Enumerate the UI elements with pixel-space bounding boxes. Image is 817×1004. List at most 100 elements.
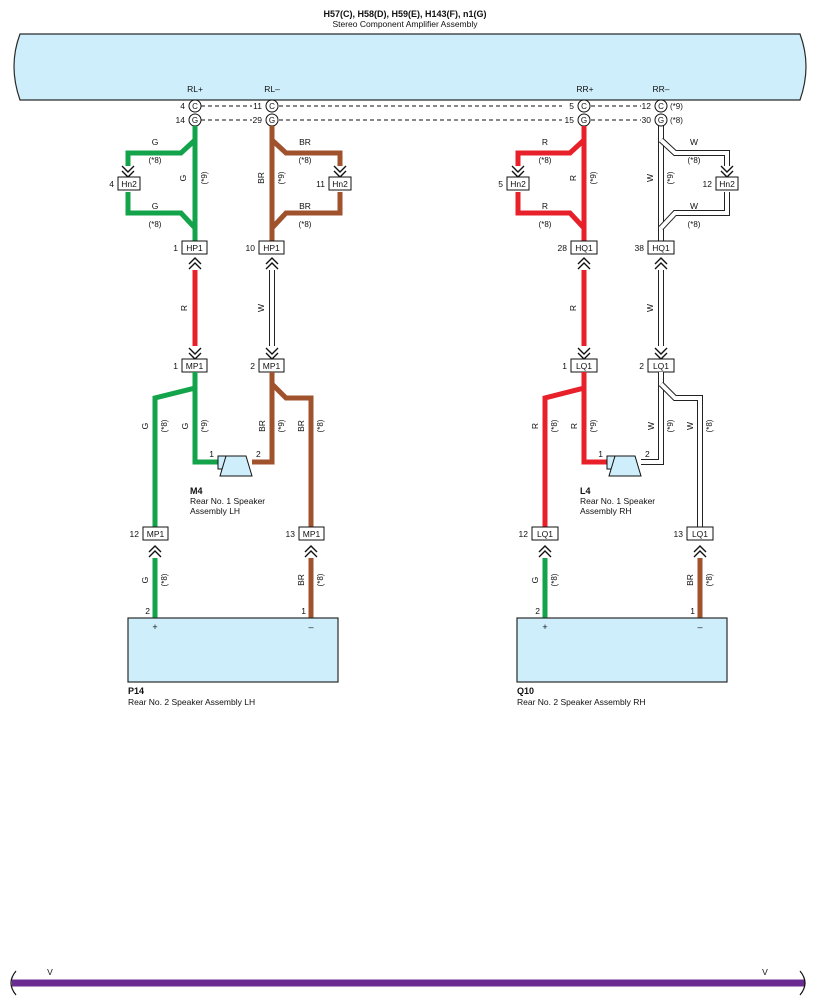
wire-green xyxy=(125,138,197,166)
connector-label: LQ1 xyxy=(653,361,669,371)
wire-rl-minus xyxy=(269,126,347,242)
wire-color-label: BR xyxy=(299,201,311,211)
wire-color-label: BR xyxy=(299,137,311,147)
connector-label: Hn2 xyxy=(121,179,137,189)
wire-color-label: R xyxy=(568,305,578,311)
connector-label: LQ1 xyxy=(692,529,708,539)
connector-arrow xyxy=(148,550,162,558)
connector-arrow xyxy=(188,262,202,270)
wire-note-label: (*8) xyxy=(539,156,552,165)
wire-note-label: (*9) xyxy=(666,171,675,184)
circle-label: C xyxy=(192,102,198,111)
wire-note-label: (*8) xyxy=(316,419,325,432)
connector-label: MP1 xyxy=(147,529,165,539)
connector-arrow xyxy=(720,165,734,173)
pin-number: 13 xyxy=(286,529,296,539)
terminal-circle xyxy=(577,99,591,113)
connector-box xyxy=(715,176,739,191)
connector-box xyxy=(142,526,169,541)
connector-arrow xyxy=(577,347,591,355)
wire-note-label: (*8) xyxy=(160,419,169,432)
wire-rr-plus xyxy=(511,126,587,242)
terminal-circle xyxy=(654,99,668,113)
connector-box xyxy=(117,176,141,191)
wire-color-label: BR xyxy=(257,420,267,432)
wire-note-label: (*8) xyxy=(299,220,312,229)
terminal-rl-minus: RL– xyxy=(264,84,280,94)
connector-arrow xyxy=(693,550,707,558)
connector-box xyxy=(181,240,208,255)
connector-arrow xyxy=(577,257,591,265)
connector-arrow xyxy=(577,262,591,270)
connector-box xyxy=(328,176,352,191)
connector-box xyxy=(506,176,530,191)
pin-number: 38 xyxy=(635,243,645,253)
connector-arrow xyxy=(654,347,668,355)
wire-note-label: (*9) xyxy=(200,419,209,432)
wire-note-label: (*9) xyxy=(277,419,286,432)
connector-arrow xyxy=(265,262,279,270)
speaker-m4-icon xyxy=(217,455,253,477)
connector-arrow xyxy=(333,165,347,173)
connector-label: LQ1 xyxy=(576,361,592,371)
terminal-circle xyxy=(265,99,279,113)
wire-note-label: (*8) xyxy=(688,156,701,165)
connector-box xyxy=(570,240,598,255)
wire-red xyxy=(515,192,586,230)
pin-number: 1 xyxy=(301,606,306,616)
connector-arrow xyxy=(304,545,318,553)
wire-note-label: (*8) xyxy=(316,573,325,586)
wire-color-label: G xyxy=(152,201,159,211)
component-name: Rear No. 1 Speaker xyxy=(190,496,265,506)
connector-arrow xyxy=(538,545,552,553)
pin-number: 4 xyxy=(109,179,114,189)
terminal-circle xyxy=(654,113,668,127)
bus-label-right: V xyxy=(762,967,768,977)
wire-note-label: (*8) xyxy=(149,220,162,229)
plus-sign: + xyxy=(152,622,157,632)
wire-green xyxy=(192,372,218,465)
connector-label: HQ1 xyxy=(652,243,670,253)
component-code: Q10 xyxy=(517,686,534,696)
pin-number: 1 xyxy=(173,361,178,371)
connector-label: HP1 xyxy=(263,243,280,253)
wire-color-label: G xyxy=(140,423,150,430)
speaker-p14-box xyxy=(127,617,339,683)
connector-box xyxy=(686,526,714,541)
pin-number: 5 xyxy=(498,179,503,189)
wire-color-label: G xyxy=(178,175,188,182)
wire-brown xyxy=(252,372,275,465)
wire-color-label: W xyxy=(690,137,698,147)
wire-color-label: R xyxy=(542,201,548,211)
wire-rl-plus xyxy=(121,126,198,242)
wire-note-label: (*8) xyxy=(149,156,162,165)
wire-color-label: R xyxy=(530,423,540,429)
pin-number: 2 xyxy=(645,449,650,459)
wire-color-label: R xyxy=(568,175,578,181)
wire-green xyxy=(152,372,198,528)
connector-label: HP1 xyxy=(186,243,203,253)
wire-note-label: (*9) xyxy=(666,419,675,432)
wire-white xyxy=(641,372,703,528)
circle-label: C xyxy=(658,102,664,111)
connector-box xyxy=(647,240,675,255)
wire-note-label: (*8) xyxy=(705,419,714,432)
pin-number: 28 xyxy=(558,243,568,253)
wire-red xyxy=(542,372,587,528)
component-name: Rear No. 1 Speaker xyxy=(580,496,655,506)
wire-note-label: (*8) xyxy=(550,419,559,432)
connector-label: Hn2 xyxy=(719,179,735,189)
connector-arrow xyxy=(188,257,202,265)
speaker-l4-icon xyxy=(606,455,642,477)
pin-number: 12 xyxy=(519,529,529,539)
wire-color-label: BR xyxy=(256,172,266,184)
connector-label: Hn2 xyxy=(332,179,348,189)
pin-number: 1 xyxy=(209,449,214,459)
wire-brown xyxy=(270,382,314,528)
pin-number: 1 xyxy=(173,243,178,253)
pin-number: 12 xyxy=(703,179,713,189)
wire-color-label: G xyxy=(140,577,150,584)
component-code: M4 xyxy=(190,486,203,496)
wire-note-label: (*8) xyxy=(539,220,552,229)
connector-arrow xyxy=(304,550,318,558)
